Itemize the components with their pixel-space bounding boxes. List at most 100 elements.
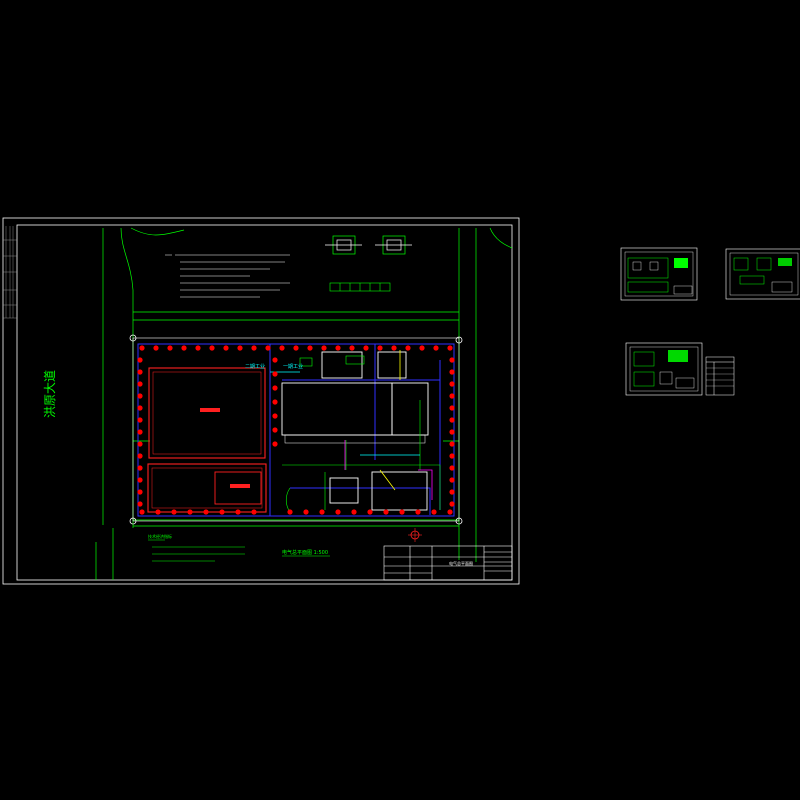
tree-symbols xyxy=(137,345,455,515)
site-boundary xyxy=(132,337,460,522)
tree-icon xyxy=(449,429,455,435)
tree-icon xyxy=(137,501,143,507)
tree-icon xyxy=(449,381,455,387)
tree-icon xyxy=(449,501,455,507)
tree-icon xyxy=(219,509,225,515)
tree-icon xyxy=(153,345,159,351)
tree-icon xyxy=(272,399,278,405)
tree-icon xyxy=(383,509,389,515)
building-label-tag xyxy=(200,408,220,412)
tree-icon xyxy=(137,417,143,423)
zone-label-a: 二期工业 xyxy=(245,363,265,370)
tree-icon xyxy=(265,345,271,351)
zone-label-b: 一期工业 xyxy=(283,363,303,370)
tree-icon xyxy=(447,509,453,515)
thumbnail-sheet-3 xyxy=(625,342,703,396)
accent-lines xyxy=(270,350,433,500)
tree-icon xyxy=(137,465,143,471)
tree-icon xyxy=(433,345,439,351)
title-block xyxy=(383,545,513,581)
tree-icon xyxy=(321,345,327,351)
tree-icon xyxy=(287,509,293,515)
tree-icon xyxy=(187,509,193,515)
tree-icon xyxy=(272,371,278,377)
plan-title: 电气总平面图 1:500 xyxy=(282,549,328,556)
tree-icon xyxy=(367,509,373,515)
tree-icon xyxy=(251,509,257,515)
tech-indicators xyxy=(148,539,245,562)
tree-icon xyxy=(391,345,397,351)
tree-icon xyxy=(237,345,243,351)
detail-drawing-2 xyxy=(375,235,412,255)
tree-icon xyxy=(167,345,173,351)
tree-icon xyxy=(223,345,229,351)
tree-icon xyxy=(272,385,278,391)
detail-drawing-1 xyxy=(325,235,362,255)
tree-icon xyxy=(303,509,309,515)
tree-icon xyxy=(449,393,455,399)
tree-icon xyxy=(272,441,278,447)
green-details xyxy=(282,355,441,513)
tree-icon xyxy=(195,345,201,351)
tree-icon xyxy=(139,345,145,351)
tree-icon xyxy=(335,509,341,515)
tree-icon xyxy=(307,345,313,351)
road-name-label: 洪原大道 xyxy=(43,370,57,418)
tree-icon xyxy=(377,345,383,351)
tree-icon xyxy=(155,509,161,515)
tree-icon xyxy=(449,417,455,423)
tree-icon xyxy=(415,509,421,515)
main-sheet xyxy=(2,217,520,585)
tree-icon xyxy=(431,509,437,515)
tree-icon xyxy=(137,453,143,459)
tree-icon xyxy=(399,509,405,515)
tree-icon xyxy=(137,441,143,447)
building-label-tag xyxy=(230,484,250,488)
tree-icon xyxy=(449,489,455,495)
tree-icon xyxy=(137,405,143,411)
north-arrow-icon xyxy=(408,528,422,542)
tree-icon xyxy=(363,345,369,351)
tree-icon xyxy=(209,345,215,351)
tree-icon xyxy=(449,357,455,363)
thumbnail-sheet-1 xyxy=(620,247,698,301)
thumbnail-sheet-4 xyxy=(705,356,735,396)
tree-icon xyxy=(139,509,145,515)
tree-icon xyxy=(272,413,278,419)
tree-icon xyxy=(293,345,299,351)
tree-icon xyxy=(137,477,143,483)
building-central xyxy=(281,351,429,511)
tree-icon xyxy=(449,465,455,471)
tree-icon xyxy=(272,357,278,363)
tree-icon xyxy=(405,345,411,351)
tree-icon xyxy=(137,381,143,387)
tree-icon xyxy=(203,509,209,515)
tree-icon xyxy=(447,345,453,351)
tree-icon xyxy=(137,357,143,363)
tree-icon xyxy=(279,345,285,351)
tree-icon xyxy=(235,509,241,515)
tree-icon xyxy=(251,345,257,351)
title-block-name: 电气总平面图 xyxy=(449,560,473,566)
tree-icon xyxy=(137,489,143,495)
tree-icon xyxy=(137,429,143,435)
binding-strip xyxy=(3,226,17,319)
tree-icon xyxy=(181,345,187,351)
tree-icon xyxy=(449,453,455,459)
tree-icon xyxy=(449,477,455,483)
tree-icon xyxy=(349,345,355,351)
tree-icon xyxy=(351,509,357,515)
tree-icon xyxy=(419,345,425,351)
tree-icon xyxy=(449,369,455,375)
thumbnail-sheet-2 xyxy=(725,248,800,300)
tree-icon xyxy=(449,405,455,411)
legend-strip xyxy=(329,282,391,292)
tree-icon xyxy=(171,509,177,515)
tree-icon xyxy=(449,441,455,447)
tree-icon xyxy=(137,369,143,375)
building-large-west xyxy=(147,367,267,513)
tree-icon xyxy=(319,509,325,515)
tree-icon xyxy=(272,427,278,433)
tree-icon xyxy=(335,345,341,351)
